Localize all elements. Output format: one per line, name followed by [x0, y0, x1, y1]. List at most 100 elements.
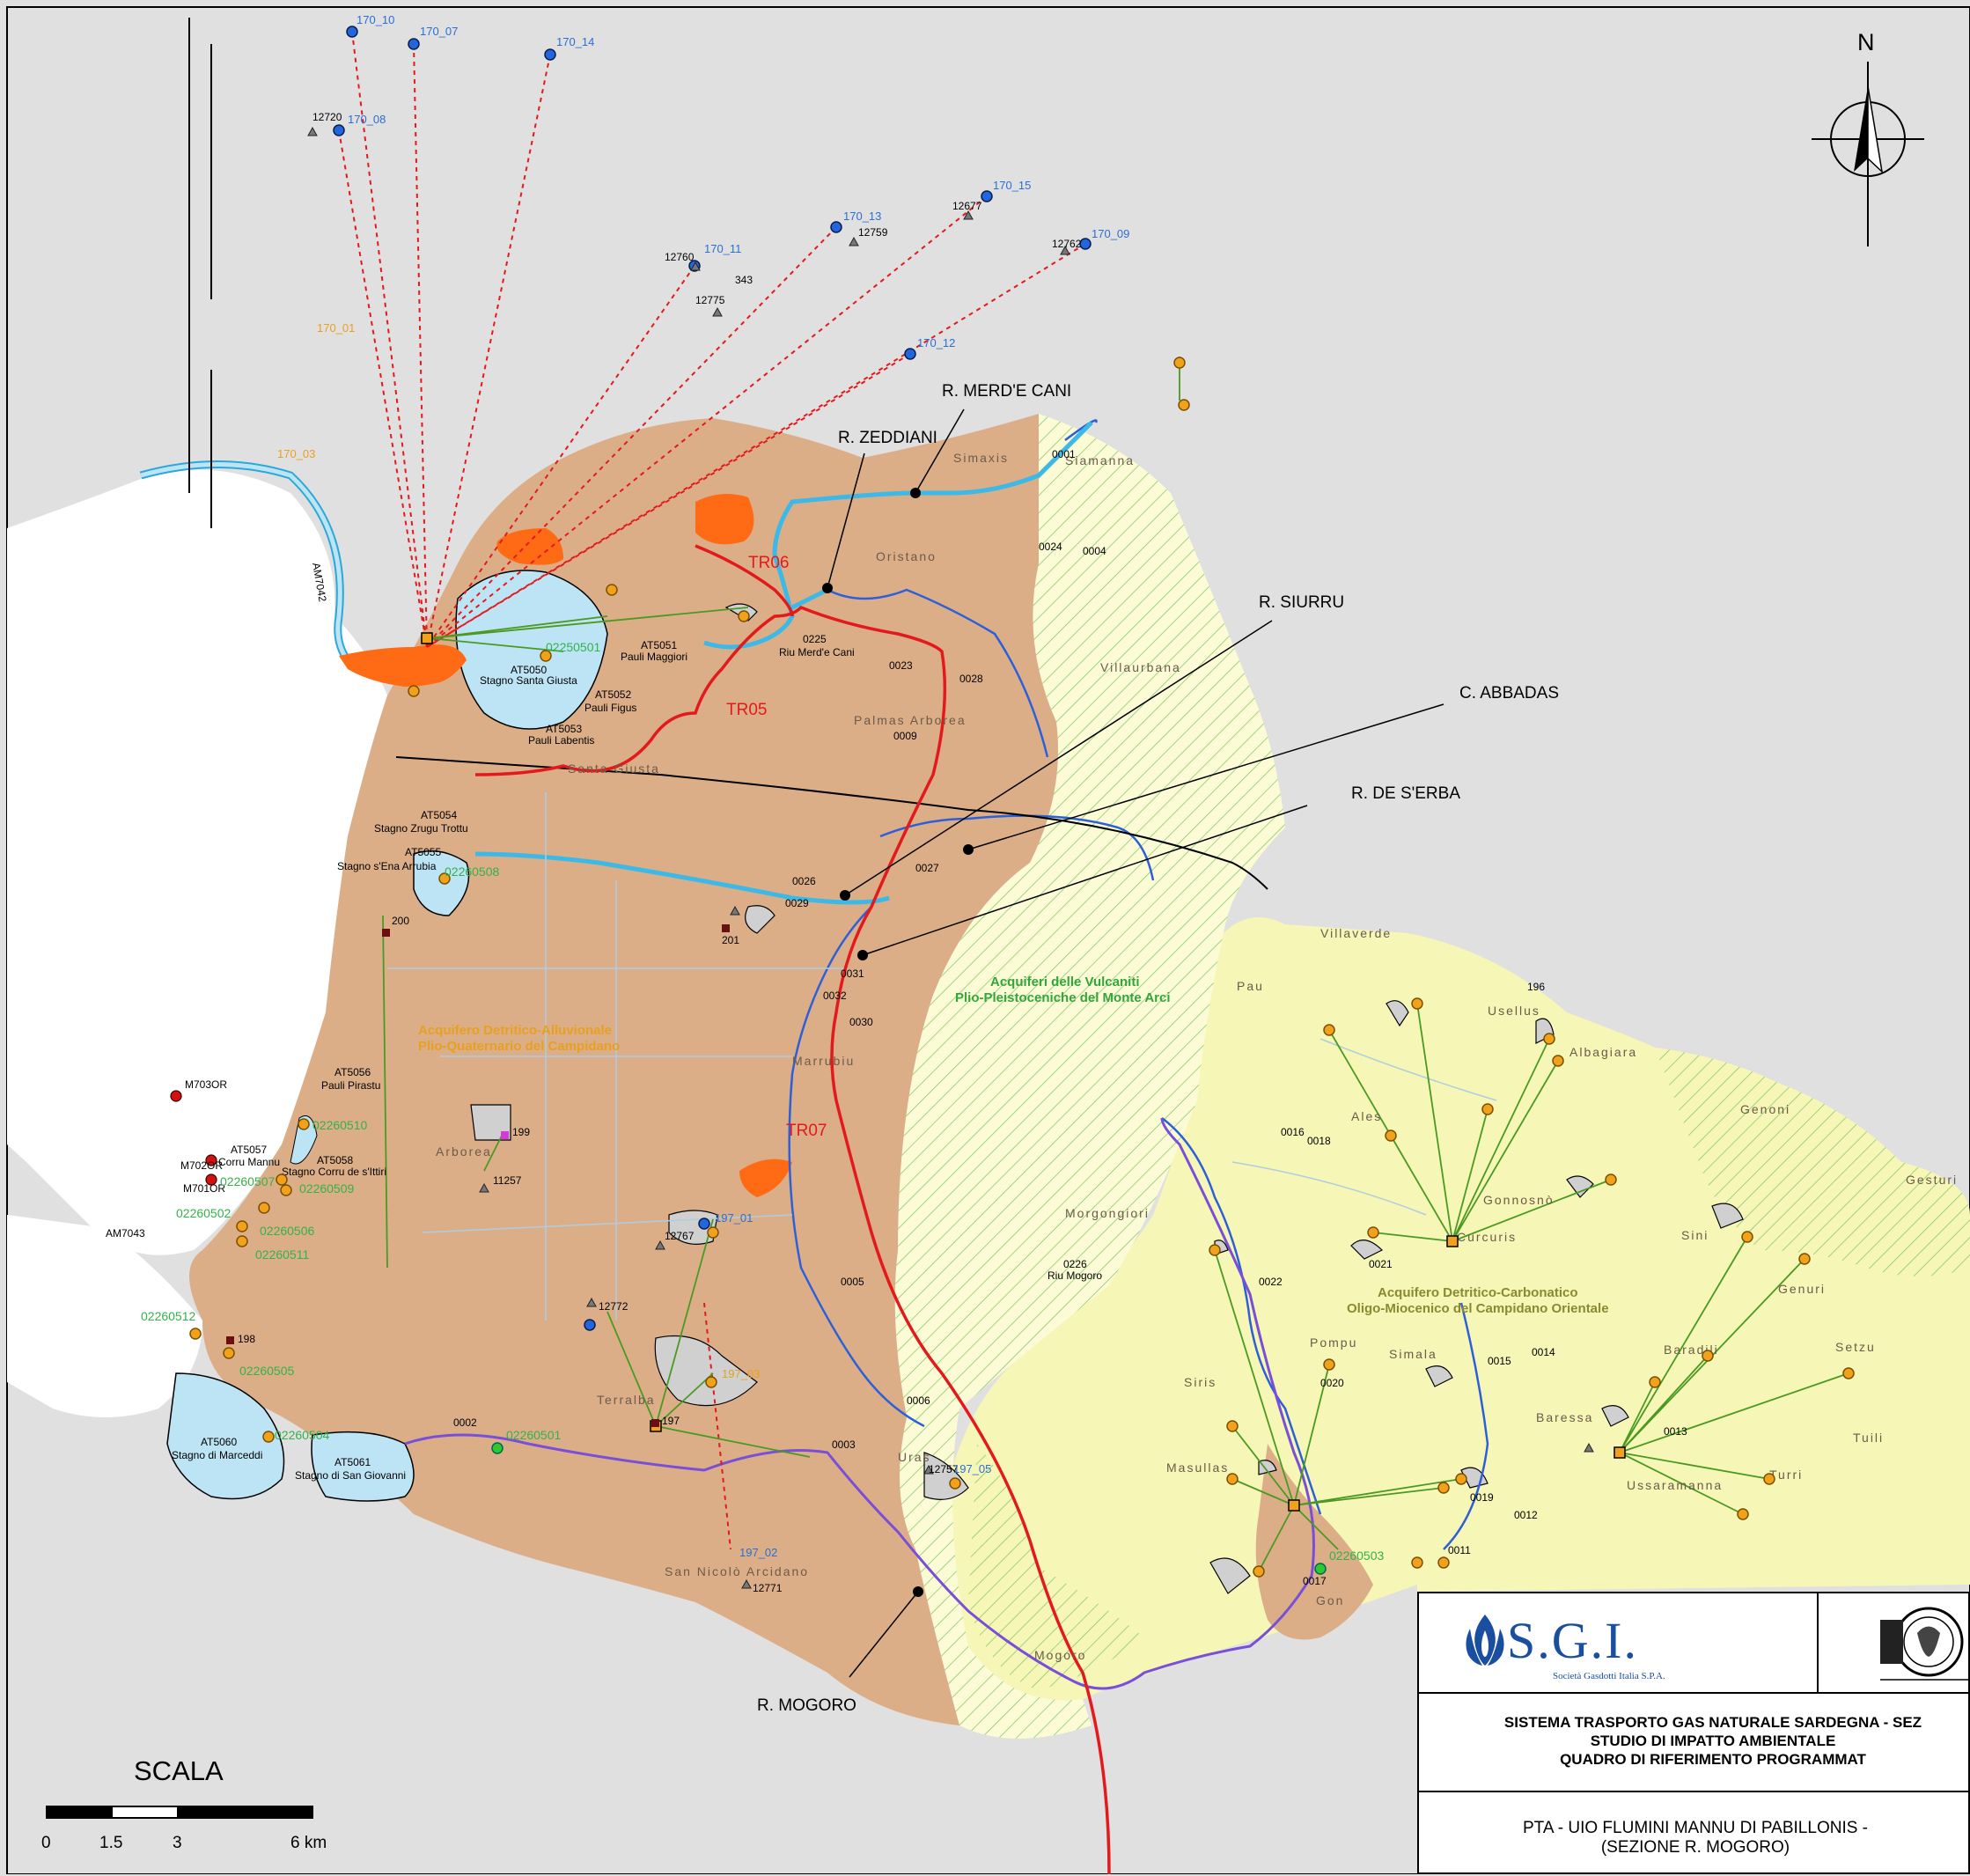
svg-text:Terralba: Terralba [597, 1393, 656, 1407]
collector-squares[interactable] [421, 632, 1626, 1512]
north-arrow [1812, 62, 1924, 246]
svg-text:198: 198 [238, 1333, 255, 1345]
svg-text:Villaurbana: Villaurbana [1100, 660, 1181, 674]
project-title-line-2: STUDIO DI IMPATTO AMBIENTALE [1590, 1733, 1836, 1749]
svg-text:0029: 0029 [785, 897, 809, 909]
svg-text:Villaverde: Villaverde [1320, 926, 1392, 940]
svg-text:0015: 0015 [1488, 1355, 1511, 1367]
svg-text:12757: 12757 [929, 1463, 959, 1475]
svg-text:0004: 0004 [1083, 545, 1106, 557]
stations-orange[interactable] [189, 357, 1855, 1578]
svg-text:0003: 0003 [832, 1438, 856, 1451]
scale-tick-3: 6 km [290, 1834, 327, 1852]
label-trace-tr07: TR07 [786, 1122, 827, 1140]
lagoon-marceddi[interactable] [166, 1372, 285, 1500]
scale-tick-2: 3 [173, 1834, 182, 1852]
svg-text:AT5051: AT5051 [641, 639, 677, 651]
minor-roads [387, 792, 1497, 1321]
svg-text:0009: 0009 [893, 730, 917, 742]
svg-text:Stagno s'Ena Arrubia: Stagno s'Ena Arrubia [337, 860, 437, 872]
svg-text:12677: 12677 [952, 200, 982, 212]
svg-text:0032: 0032 [823, 989, 847, 1002]
svg-text:Genuri: Genuri [1778, 1282, 1826, 1296]
svg-text:Siamanna: Siamanna [1065, 453, 1135, 467]
svg-text:170_07: 170_07 [420, 25, 458, 38]
svg-text:343: 343 [735, 274, 753, 286]
project-title-line-3: QUADRO DI RIFERIMENTO PROGRAMMAT [1560, 1751, 1866, 1768]
svg-text:Corru Mannu: Corru Mannu [218, 1156, 280, 1168]
north-label: N [1857, 29, 1875, 55]
lagoon-corru[interactable] [290, 1115, 318, 1165]
svg-text:0006: 0006 [907, 1394, 930, 1407]
svg-text:0018: 0018 [1307, 1135, 1331, 1147]
sgi-logo-subtitle: Società Gasdotti Italia S.P.A. [1553, 1671, 1665, 1681]
svg-text:170_01: 170_01 [317, 321, 355, 335]
svg-text:Albagiara: Albagiara [1569, 1045, 1637, 1059]
svg-text:Stagno Santa Giusta: Stagno Santa Giusta [480, 674, 577, 687]
svg-text:Turri: Turri [1769, 1468, 1803, 1482]
sgi-logo-text: S.G.I. [1507, 1612, 1638, 1669]
svg-text:AT5056: AT5056 [334, 1066, 371, 1078]
svg-text:02260505: 02260505 [239, 1364, 295, 1378]
svg-text:Setzu: Setzu [1835, 1340, 1876, 1354]
svg-text:AT5057: AT5057 [231, 1144, 267, 1156]
svg-text:170_15: 170_15 [993, 179, 1031, 192]
svg-text:0017: 0017 [1303, 1575, 1327, 1587]
svg-text:Masullas: Masullas [1166, 1460, 1229, 1475]
station-pink-199[interactable] [501, 1131, 509, 1139]
svg-text:02260510: 02260510 [312, 1118, 368, 1132]
svg-text:Pauli Figus: Pauli Figus [584, 702, 636, 714]
svg-text:0030: 0030 [849, 1016, 873, 1028]
carbonatic-hatch-southwest [968, 1444, 1144, 1690]
svg-text:Ussaramanna: Ussaramanna [1627, 1478, 1723, 1492]
svg-text:12772: 12772 [599, 1300, 628, 1313]
svg-text:Pauli Maggiori: Pauli Maggiori [621, 651, 687, 663]
seal-cell [1819, 1593, 1970, 1694]
map-subtitle-line-2: (SEZIONE R. MOGORO) [1600, 1838, 1790, 1857]
stations-green[interactable] [491, 1442, 1327, 1575]
title-block: S.G.I. Società Gasdotti Italia S.P.A. SI… [1417, 1592, 1970, 1874]
svg-text:Mogoro: Mogoro [1034, 1648, 1086, 1662]
svg-text:12775: 12775 [695, 294, 725, 306]
label-aquifer-carbonatic-1: Acquifero Detritico-Carbonatico [1378, 1285, 1578, 1300]
svg-text:0001: 0001 [1052, 448, 1076, 460]
stations-blue[interactable] [333, 26, 1092, 1331]
label-aquifer-volcanic-1: Acquiferi delle Vulcaniti [990, 975, 1139, 989]
sgi-flame-icon [1466, 1615, 1504, 1666]
svg-text:Pau: Pau [1237, 979, 1264, 993]
svg-text:Riu Mogoro: Riu Mogoro [1047, 1269, 1102, 1282]
aquifer-volcanic-hatch [894, 414, 1285, 1739]
svg-text:Oristano: Oristano [876, 549, 937, 563]
stations-red[interactable] [170, 1090, 217, 1186]
stations-triangle[interactable] [307, 126, 1594, 1589]
svg-text:0012: 0012 [1514, 1509, 1538, 1521]
seal-icon [1880, 1607, 1970, 1681]
svg-text:AT5058: AT5058 [317, 1154, 353, 1166]
logo-cell: S.G.I. Società Gasdotti Italia S.P.A. [1419, 1593, 1819, 1694]
svg-text:Ales: Ales [1351, 1109, 1382, 1123]
svg-text:02260511: 02260511 [255, 1247, 309, 1262]
svg-text:Stagno di Marceddi: Stagno di Marceddi [172, 1449, 262, 1461]
aquifer-detrital-area [189, 414, 1058, 1725]
main-rivers [474, 421, 1093, 905]
svg-text:0014: 0014 [1532, 1346, 1555, 1358]
svg-text:Stagno Zrugu Trottu: Stagno Zrugu Trottu [374, 822, 468, 835]
svg-text:Morgongiori: Morgongiori [1065, 1206, 1150, 1220]
svg-text:0023: 0023 [889, 659, 913, 672]
label-trace-tr06: TR06 [748, 554, 789, 572]
svg-text:0022: 0022 [1259, 1276, 1283, 1288]
svg-text:197_02: 197_02 [739, 1546, 777, 1559]
lagoon-san-giovanni[interactable] [311, 1431, 415, 1502]
map-subtitle-line-1: PTA - UIO FLUMINI MANNU DI PABILLONIS - [1522, 1819, 1868, 1837]
svg-text:0019: 0019 [1470, 1491, 1494, 1504]
svg-text:12771: 12771 [753, 1582, 783, 1594]
svg-text:0225: 0225 [803, 633, 827, 645]
svg-text:12762: 12762 [1052, 238, 1082, 250]
stations-darkred-square[interactable] [226, 924, 730, 1427]
urban-oristano [496, 528, 563, 565]
svg-text:02260501: 02260501 [506, 1428, 562, 1442]
label-river-siurru: R. SIURRU [1259, 593, 1344, 612]
lagoon-santa-giusta[interactable] [455, 570, 608, 730]
svg-text:AT5061: AT5061 [334, 1456, 371, 1468]
